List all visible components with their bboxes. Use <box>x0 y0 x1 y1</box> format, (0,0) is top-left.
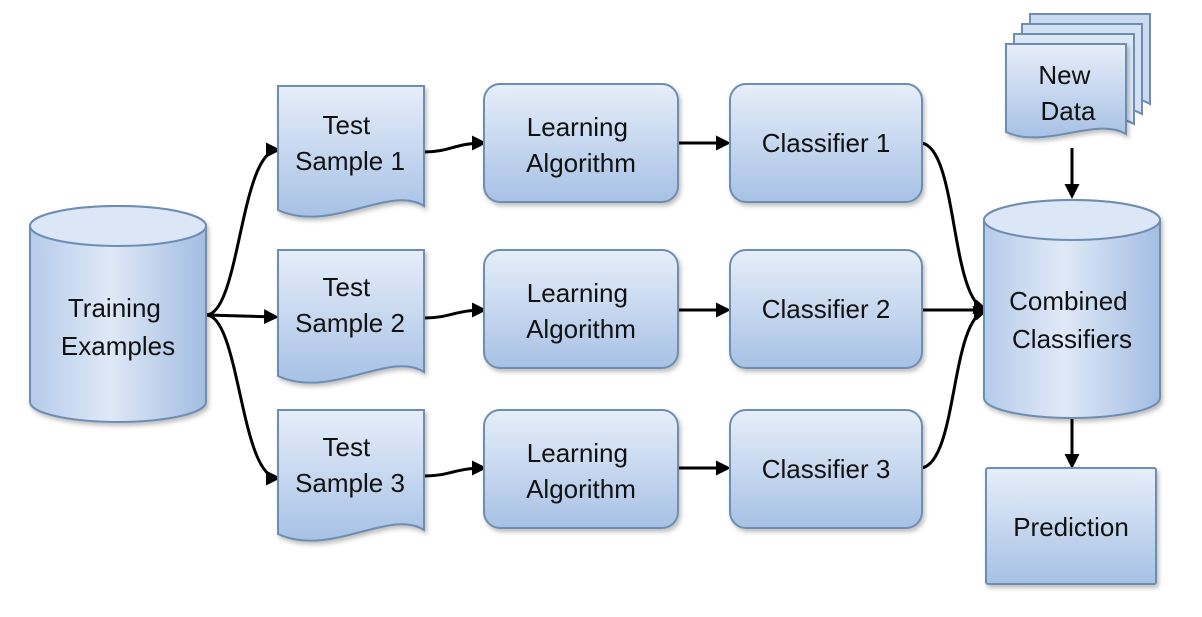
test-sample-3-document <box>277 409 425 542</box>
combined-classifiers-database <box>983 199 1161 419</box>
arrow-test-1-to-learning-1 <box>423 135 487 154</box>
training-examples-label: Training Examples <box>61 293 175 361</box>
arrow-training-to-test-2 <box>205 309 279 325</box>
classifier-2-box <box>729 249 923 369</box>
combined-classifiers-label: Combined Classifiers <box>1009 286 1135 354</box>
test-sample-2-label: Test Sample 2 <box>295 272 405 338</box>
learning-algorithm-2-label: Learning Algorithm <box>526 278 636 344</box>
learning-algorithm-1-box <box>483 83 679 203</box>
classifier-1-box <box>729 83 923 203</box>
arrow-test-3-to-learning-3 <box>423 460 487 478</box>
arrow-training-to-test-3 <box>205 313 281 486</box>
test-sample-3-label: Test Sample 3 <box>295 432 405 498</box>
new-data-label: New Data <box>1038 60 1097 126</box>
test-sample-1-label: Test Sample 1 <box>295 110 405 176</box>
edges <box>205 135 1080 486</box>
prediction-label: Prediction <box>1013 512 1129 542</box>
classifier-2-label: Classifier 2 <box>762 294 891 324</box>
arrow-training-to-test-1 <box>205 142 281 317</box>
prediction-box <box>985 467 1157 585</box>
classifier-1-label: Classifier 1 <box>762 128 891 158</box>
classifier-3-box <box>729 409 923 529</box>
classifier-3-label: Classifier 3 <box>762 454 891 484</box>
new-data-documents <box>1005 13 1151 139</box>
arrow-classifier-1-to-combined <box>921 141 989 314</box>
arrow-classifier-3-to-combined <box>921 306 989 470</box>
arrow-test-2-to-learning-2 <box>423 302 487 320</box>
training-examples-database <box>29 205 207 423</box>
learning-algorithm-3-label: Learning Algorithm <box>526 438 636 504</box>
test-sample-1-document <box>277 85 425 218</box>
learning-algorithm-2-box <box>483 249 679 369</box>
learning-algorithm-3-box <box>483 409 679 529</box>
test-sample-2-document <box>277 249 425 384</box>
learning-algorithm-1-label: Learning Algorithm <box>526 112 636 178</box>
